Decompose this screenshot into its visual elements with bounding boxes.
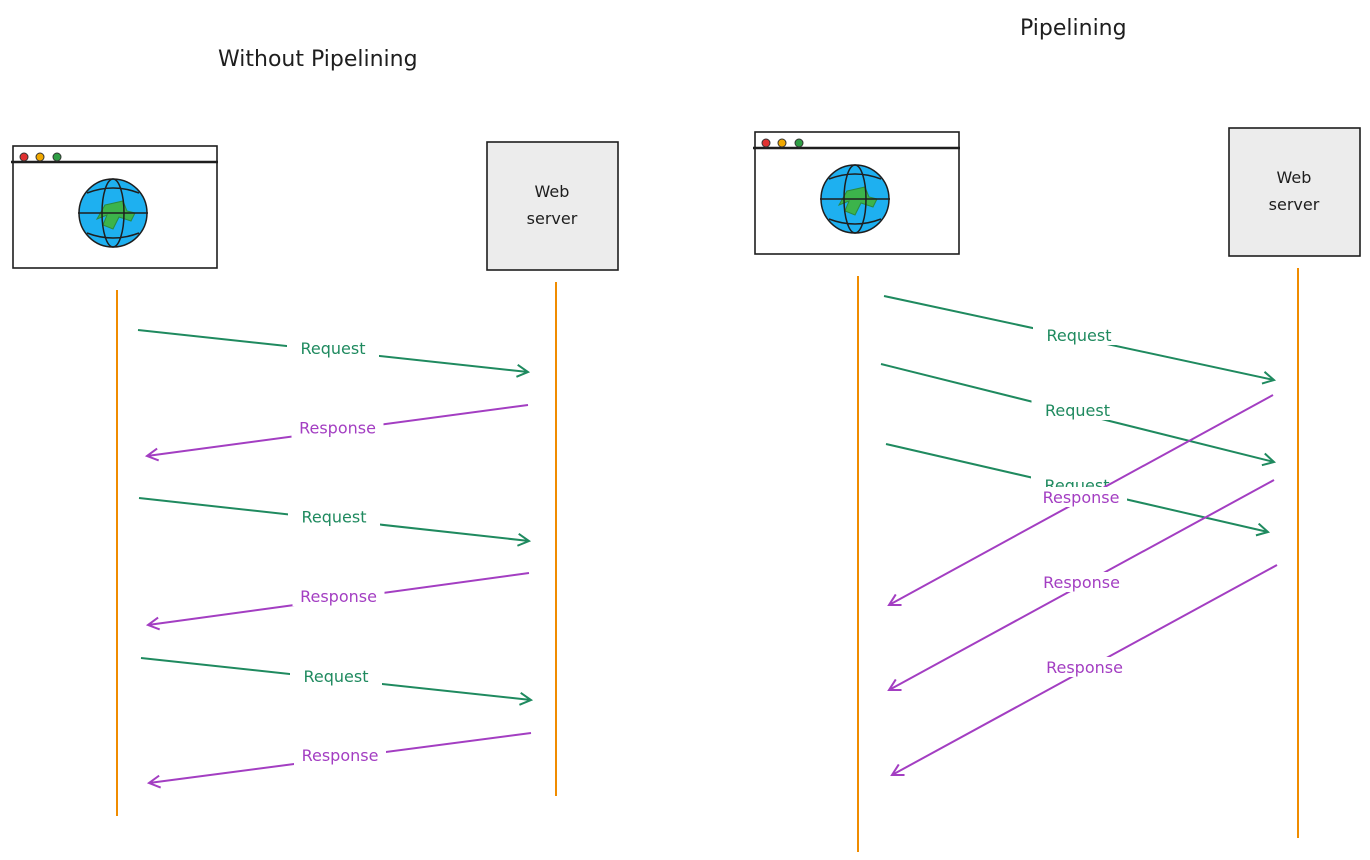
request-label: Request bbox=[1045, 401, 1110, 420]
close-dot-icon bbox=[761, 138, 771, 148]
response-label-bg bbox=[1035, 572, 1128, 592]
response-label-bg bbox=[291, 417, 384, 438]
request-label-bg bbox=[1033, 325, 1125, 345]
response-label-bg bbox=[294, 745, 386, 765]
request-label-bg bbox=[288, 506, 380, 527]
response-label-bg bbox=[1038, 657, 1131, 677]
request-label: Request bbox=[1047, 326, 1112, 345]
right-title: Pipelining bbox=[1020, 16, 1127, 41]
left-message-arrows: RequestResponseRequestResponseRequestRes… bbox=[137, 329, 531, 783]
left-server-label-line1: Web bbox=[535, 182, 570, 201]
request-label-bg bbox=[287, 338, 379, 358]
response-label: Response bbox=[299, 419, 376, 438]
request-label-bg bbox=[290, 666, 382, 686]
response-label: Response bbox=[1046, 658, 1123, 677]
maximize-dot-icon bbox=[52, 152, 62, 162]
globe-icon bbox=[78, 178, 148, 248]
right-browser-window bbox=[753, 131, 960, 255]
response-label-bg bbox=[292, 586, 385, 606]
left-server-label-line2: server bbox=[527, 209, 578, 228]
left-title: Without Pipelining bbox=[218, 47, 418, 72]
response-label: Response bbox=[1043, 488, 1120, 507]
globe-icon bbox=[820, 164, 890, 234]
right-server-label-line2: server bbox=[1269, 195, 1320, 214]
response-label-bg bbox=[1035, 487, 1127, 507]
request-label-bg bbox=[1031, 400, 1124, 420]
request-label: Request bbox=[304, 667, 369, 686]
left-browser-window bbox=[11, 145, 218, 269]
right-message-arrows: RequestRequestRequestResponseResponseRes… bbox=[880, 295, 1278, 775]
minimize-dot-icon bbox=[777, 138, 787, 148]
response-label: Response bbox=[1043, 573, 1120, 592]
left-web-server: Web server bbox=[486, 141, 619, 271]
request-label: Request bbox=[302, 508, 367, 527]
response-label: Response bbox=[302, 746, 379, 765]
minimize-dot-icon bbox=[35, 152, 45, 162]
close-dot-icon bbox=[19, 152, 29, 162]
right-server-label-line1: Web bbox=[1277, 168, 1312, 187]
request-label: Request bbox=[301, 339, 366, 358]
right-web-server: Web server bbox=[1228, 127, 1361, 257]
maximize-dot-icon bbox=[794, 138, 804, 148]
response-label: Response bbox=[300, 587, 377, 606]
